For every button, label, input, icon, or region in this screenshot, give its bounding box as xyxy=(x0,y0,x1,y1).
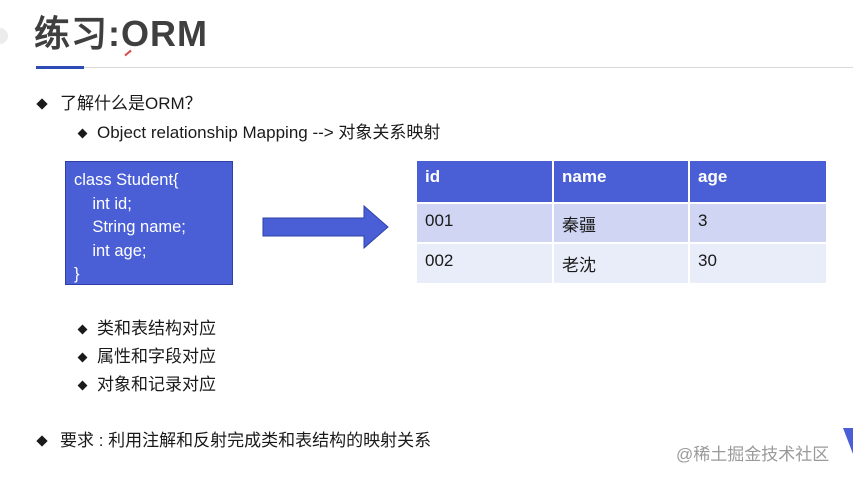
code-line: } xyxy=(74,265,80,283)
slide-title: 练习:ORM xyxy=(34,13,208,54)
corner-decoration xyxy=(843,428,853,454)
table-cell: 秦疆 xyxy=(553,202,690,243)
table-cell: 002 xyxy=(417,242,554,283)
code-line: String name; xyxy=(74,218,186,236)
diamond-bullet-icon xyxy=(77,324,88,334)
diamond-bullet-icon xyxy=(36,98,48,110)
column-header-name: name xyxy=(553,161,690,203)
table-cell: 001 xyxy=(417,202,554,243)
title-underline xyxy=(36,66,84,69)
diamond-bullet-icon xyxy=(77,128,88,138)
column-header-age: age xyxy=(689,161,826,203)
title-divider xyxy=(84,67,853,68)
bullet-text: 属性和字段对应 xyxy=(97,347,216,366)
bullet-what-is-orm: 了解什么是ORM？ xyxy=(36,93,202,115)
bullet-orm-definition: Object relationship Mapping --> 对象关系映射 xyxy=(77,122,441,144)
diamond-bullet-icon xyxy=(77,380,88,390)
code-line: int age; xyxy=(74,241,147,260)
mapping-point-class-table: 类和表结构对应 xyxy=(77,318,216,340)
table-row: 002 老沈 30 xyxy=(417,242,826,283)
bullet-text: 对象和记录对应 xyxy=(97,375,216,394)
diamond-bullet-icon xyxy=(36,435,48,447)
class-code-box: class Student{ int id; String name; int … xyxy=(65,161,233,285)
table-header-row: id name age xyxy=(417,161,826,203)
bullet-text: 要求 : 利用注解和反射完成类和表结构的映射关系 xyxy=(60,431,432,450)
watermark-text: @稀土掘金技术社区 xyxy=(676,445,830,464)
student-table: id name age 001 秦疆 3 002 老沈 30 xyxy=(417,161,826,283)
mapping-point-object-record: 对象和记录对应 xyxy=(77,374,216,396)
bullet-text: Object relationship Mapping --> 对象关系映射 xyxy=(97,123,441,142)
code-line: int id; xyxy=(74,194,132,213)
table-cell: 30 xyxy=(689,242,826,283)
mapping-point-field-column: 属性和字段对应 xyxy=(77,346,216,368)
table-row: 001 秦疆 3 xyxy=(417,202,826,243)
table-cell: 老沈 xyxy=(553,242,690,283)
right-arrow-icon xyxy=(262,205,389,249)
slide-edge-decoration xyxy=(0,28,8,44)
diamond-bullet-icon xyxy=(77,352,88,362)
bullet-text: 类和表结构对应 xyxy=(97,319,216,338)
code-line: class Student{ xyxy=(74,171,179,189)
table-cell: 3 xyxy=(689,202,826,243)
column-header-id: id xyxy=(417,161,554,203)
bullet-text: 了解什么是ORM？ xyxy=(60,94,202,113)
bullet-requirement: 要求 : 利用注解和反射完成类和表结构的映射关系 xyxy=(36,430,432,452)
